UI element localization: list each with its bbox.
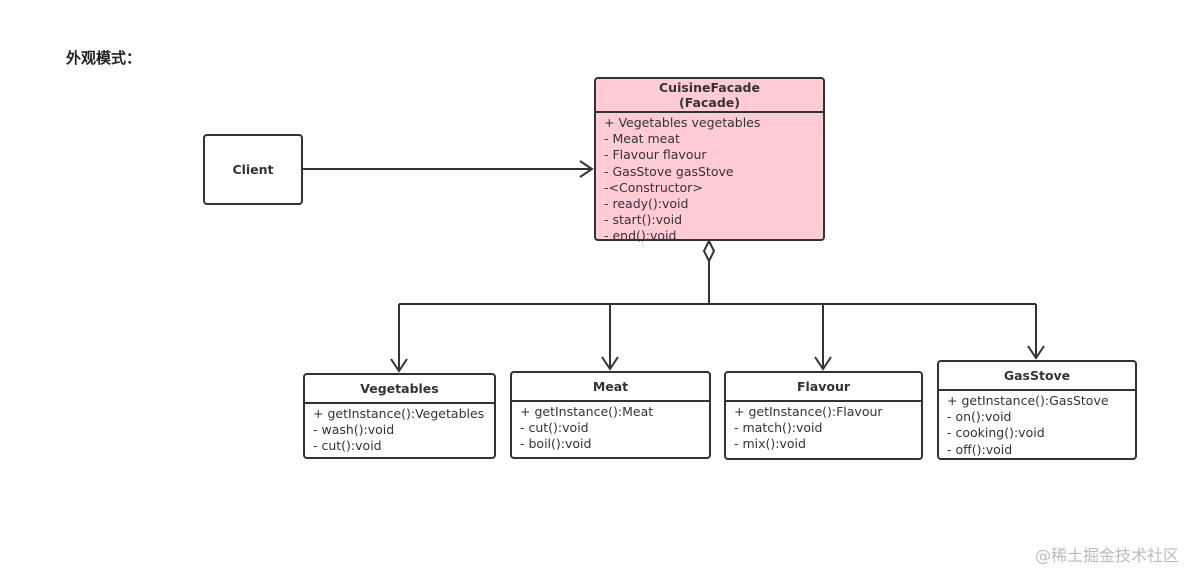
- class-member: - wash():void: [313, 422, 395, 438]
- facade-member: -<Constructor>: [604, 179, 703, 195]
- client-class[interactable]: Client: [203, 134, 303, 205]
- page-title: 外观模式：: [66, 49, 142, 67]
- class-member: - boil():void: [520, 436, 592, 452]
- facade-member: - Flavour flavour: [604, 147, 707, 163]
- class-member: - cut():void: [313, 438, 382, 454]
- facade-member: - GasStove gasStove: [604, 163, 734, 179]
- facade-members: + Vegetables vegetables- Meat meat- Flav…: [596, 113, 823, 247]
- gasstove-class[interactable]: GasStove + getInstance():GasStove- on():v…: [937, 360, 1137, 460]
- class-member: - off():void: [947, 441, 1013, 457]
- class-member: - on():void: [947, 409, 1012, 425]
- flavour-class[interactable]: Flavour + getInstance():Flavour- match():…: [724, 371, 923, 460]
- class-name: Vegetables: [360, 381, 439, 396]
- class-member: + getInstance():Vegetables: [313, 406, 485, 421]
- class-member: + getInstance():GasStove: [947, 393, 1109, 408]
- watermark: @稀土掘金技术社区: [1034, 546, 1179, 565]
- class-member: + getInstance():Meat: [520, 404, 654, 419]
- class-name: GasStove: [1003, 368, 1071, 383]
- facade-member: - start():void: [604, 212, 683, 228]
- class-member: - mix():void: [734, 436, 806, 452]
- facade-stereotype: (Facade): [679, 95, 740, 110]
- meat-class[interactable]: Meat + getInstance():Meat- cut():void- bo…: [510, 371, 711, 459]
- class-member: + getInstance():Flavour: [734, 404, 883, 419]
- class-member: - cooking():void: [947, 425, 1045, 441]
- facade-member: - ready():void: [604, 196, 689, 212]
- facade-name: CuisineFacade: [659, 80, 760, 95]
- class-name: Flavour: [796, 379, 851, 394]
- class-name: Meat: [592, 379, 629, 394]
- facade-class[interactable]: CuisineFacade (Facade) + Vegetables vege…: [594, 77, 825, 243]
- facade-member: + Vegetables vegetables: [604, 115, 761, 130]
- class-members: + getInstance():Flavour- match():void- m…: [726, 402, 921, 455]
- class-member: - match():void: [734, 420, 823, 436]
- class-members: + getInstance():Vegetables- wash():void-…: [305, 404, 494, 457]
- class-member: - cut():void: [520, 420, 589, 436]
- client-name: Client: [232, 162, 274, 177]
- facade-member: - end():void: [604, 228, 677, 244]
- facade-member: - Meat meat: [604, 131, 680, 147]
- vegetables-class[interactable]: Vegetables + getInstance():Vegetables- wa…: [303, 373, 496, 459]
- class-members: + getInstance():GasStove- on():void- coo…: [939, 391, 1135, 460]
- class-members: + getInstance():Meat- cut():void- boil()…: [512, 402, 709, 455]
